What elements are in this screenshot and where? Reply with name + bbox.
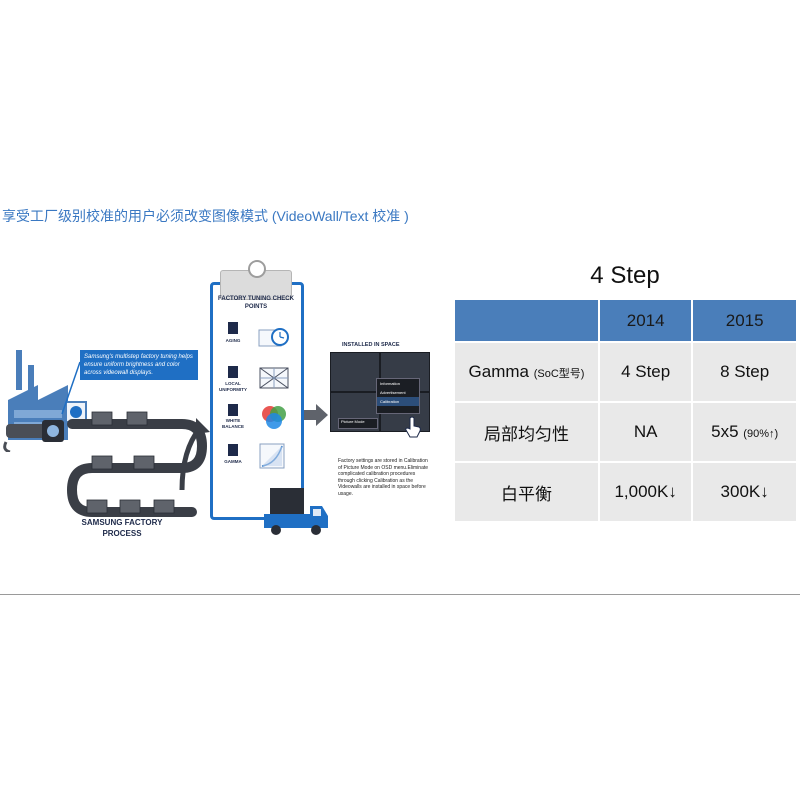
checkpoint-marker	[228, 404, 238, 416]
checkpoint-marker	[228, 322, 238, 334]
cell-value: 5x5	[711, 422, 739, 441]
callout-pointer	[61, 361, 81, 415]
factory-process-illustration: Samsung's multistep factory tuning helps…	[0, 240, 446, 590]
table-row: Gamma (SoC型号) 4 Step 8 Step	[455, 342, 796, 403]
table-row-label: 局部均匀性	[455, 402, 600, 463]
gamma-curve-icon	[259, 443, 285, 469]
osd-menu: Information Advertisement Calibration	[376, 378, 420, 414]
table-row: 白平衡 1,000K↓ 300K↓	[455, 462, 796, 523]
up-arrow-icon	[179, 418, 210, 491]
table-header-row: 2014 2015	[455, 300, 796, 343]
picture-mode-label: Picture Mode	[338, 418, 378, 429]
table-cell: 1,000K↓	[599, 462, 694, 523]
row-label-suffix: (SoC型号)	[533, 368, 585, 380]
table-cell: 300K↓	[692, 462, 796, 523]
row-label-text: 白平衡	[501, 484, 552, 504]
osd-menu-item: Information	[380, 381, 401, 386]
hand-pointer-icon	[405, 416, 421, 438]
table-header-cell	[455, 300, 600, 343]
checkpoint-label-gamma: GAMMA	[224, 459, 242, 464]
comparison-table: 2014 2015 Gamma (SoC型号) 4 Step 8 Step 局部…	[455, 300, 796, 523]
rgb-circles-icon	[262, 406, 286, 429]
uniformity-grid-icon	[259, 367, 289, 389]
table-cell: NA	[599, 402, 694, 463]
osd-menu-item: Advertisement	[380, 390, 406, 395]
table-cell: 8 Step	[692, 342, 796, 403]
videowall-display: Information Advertisement Calibration Pi…	[330, 352, 430, 432]
cell-value: 300K↓	[720, 482, 769, 501]
table-header-cell: 2014	[599, 300, 694, 343]
conveyor-label: SAMSUNG FACTORY PROCESS	[81, 518, 163, 538]
checkpoint-label-aging: AGING	[225, 338, 241, 343]
checkpoint-marker	[228, 366, 238, 378]
table-row: 局部均匀性 NA 5x5 (90%↑)	[455, 402, 796, 463]
camera-arm-icon	[3, 420, 64, 452]
table-row-label: 白平衡	[455, 462, 600, 523]
cell-value: 8 Step	[720, 362, 770, 381]
clock-icon	[258, 328, 289, 347]
cell-suffix: (90%↑)	[743, 428, 779, 440]
checkpoint-label-white-balance: WHITE BALANCE	[222, 418, 244, 429]
checkpoint-label-local-uniformity: LOCAL UNIFORMITY	[219, 381, 247, 392]
table-title: 4 Step	[590, 262, 660, 289]
checkpoint-marker	[228, 444, 238, 456]
delivery-truck-icon	[264, 488, 328, 535]
checkpoints-clipboard	[210, 282, 304, 520]
clipboard-ring	[248, 260, 266, 278]
installed-title: INSTALLED IN SPACE	[342, 342, 400, 348]
osd-menu-item-calibration: Calibration	[377, 397, 419, 406]
table-cell: 5x5 (90%↑)	[692, 402, 796, 463]
page-title: 享受工厂级别校准的用户必须改变图像模式 (VideoWall/Text 校准 )	[2, 208, 409, 224]
bottom-divider	[0, 594, 800, 595]
table-header-cell: 2015	[692, 300, 796, 343]
right-arrow-icon	[304, 404, 328, 426]
factory-settings-note: Factory settings are stored in Calibrati…	[338, 458, 429, 497]
callout-box: Samsung's multistep factory tuning helps…	[80, 350, 198, 380]
row-label-text: Gamma	[468, 362, 529, 381]
row-label-text: 局部均匀性	[484, 424, 569, 444]
table-row-label: Gamma (SoC型号)	[455, 342, 600, 403]
checkpoints-title: FACTORY TUNING CHECK POINTS	[218, 296, 294, 310]
table-cell: 4 Step	[599, 342, 694, 403]
